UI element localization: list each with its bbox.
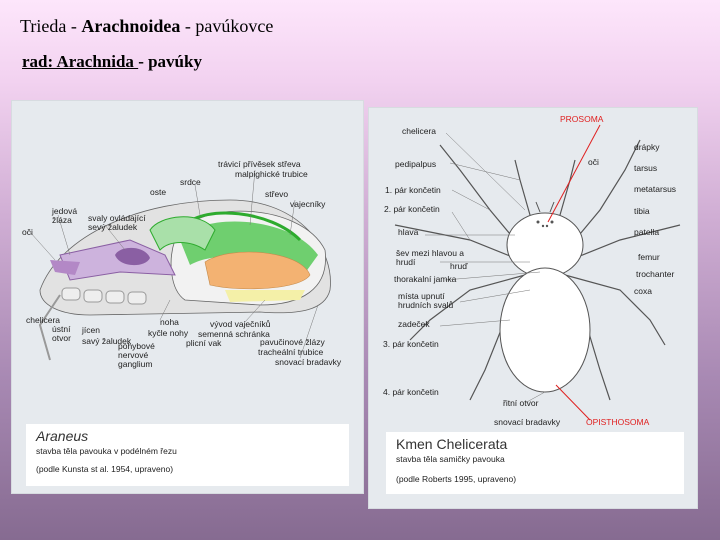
label-ritni: řitní otvor — [503, 399, 538, 408]
label-coxa: coxa — [634, 287, 652, 296]
label-pk1: 1. pár končetin — [385, 186, 441, 195]
label-pedipalpus: pedipalpus — [395, 160, 436, 169]
label-metatarsus: metatarsus — [634, 185, 676, 194]
right-caption-line1: stavba těla samičky pavouka — [396, 454, 505, 464]
label-opisthosoma: OPISTHOSOMA — [586, 418, 649, 427]
label-prosoma: PROSOMA — [560, 115, 603, 124]
label-pk3: 3. pár končetin — [383, 340, 439, 349]
label-drapky: drápky — [634, 143, 660, 152]
label-snovaci-right: snovací bradavky — [494, 418, 560, 427]
label-patella: patella — [634, 228, 659, 237]
label-femur: femur — [638, 253, 660, 262]
label-pk4: 4. pár končetin — [383, 388, 439, 397]
label-hlava: hlava — [398, 228, 418, 237]
label-hrud: hruď — [450, 262, 468, 271]
label-thorakalni: thorakalní jamka — [394, 275, 456, 284]
label-oci-right: oči — [588, 158, 599, 167]
right-caption-card: Kmen Chelicerata stavba těla samičky pav… — [386, 432, 684, 494]
label-chelicera-right: chelicera — [402, 127, 436, 136]
label-mista: místa upnutí hrudních svalů — [398, 292, 470, 310]
label-trochanter: trochanter — [636, 270, 674, 279]
label-tarsus: tarsus — [634, 164, 657, 173]
right-caption-line2: (podle Roberts 1995, upraveno) — [396, 474, 516, 484]
label-tibia: tibia — [634, 207, 650, 216]
label-pk2: 2. pár končetin — [384, 205, 440, 214]
label-zadecek: zadeček — [398, 320, 430, 329]
right-caption-title: Kmen Chelicerata — [396, 436, 507, 452]
